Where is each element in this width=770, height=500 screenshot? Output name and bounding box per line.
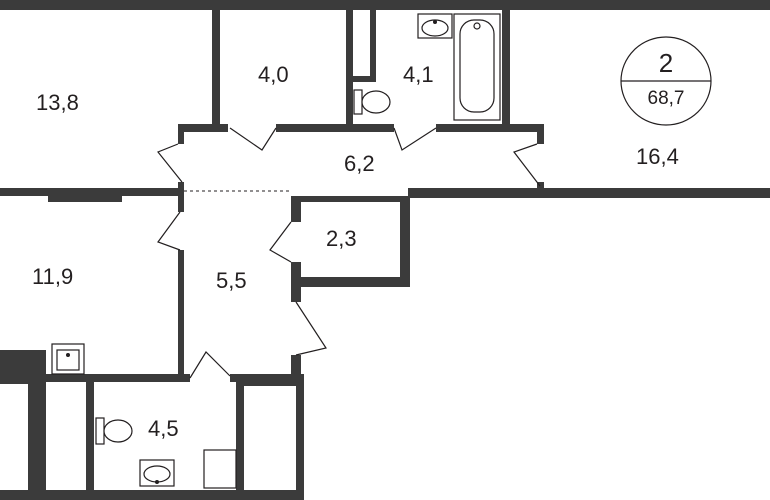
toilet-icon: [95, 417, 133, 445]
apartment-badge: 2 68,7: [620, 36, 712, 126]
room-area-13-8: 13,8: [36, 90, 79, 115]
plumbing-fixtures: [51, 13, 501, 489]
bathtub-icon: [453, 13, 501, 121]
room-labels: 13,8 4,0 4,1 16,4 6,2 2,3 11,9 5,5 4,5: [32, 62, 679, 441]
room-area-4-1: 4,1: [403, 62, 434, 87]
room-area-4-0: 4,0: [258, 62, 289, 87]
room-area-6-2: 6,2: [344, 151, 375, 176]
room-area-16-4: 16,4: [636, 144, 679, 169]
door-swings: [157, 127, 541, 379]
room-area-5-5: 5,5: [216, 268, 247, 293]
total-area: 68,7: [648, 88, 685, 109]
room-area-2-3: 2,3: [326, 226, 357, 251]
rooms-count: 2: [659, 48, 673, 78]
toilet-icon: [353, 89, 391, 115]
room-area-11-9: 11,9: [32, 264, 73, 289]
sink-icon: [139, 459, 175, 487]
shower-tray-icon: [203, 449, 237, 489]
room-area-4-5: 4,5: [148, 416, 179, 441]
sink-icon: [417, 13, 453, 39]
sink-icon: [51, 343, 85, 375]
